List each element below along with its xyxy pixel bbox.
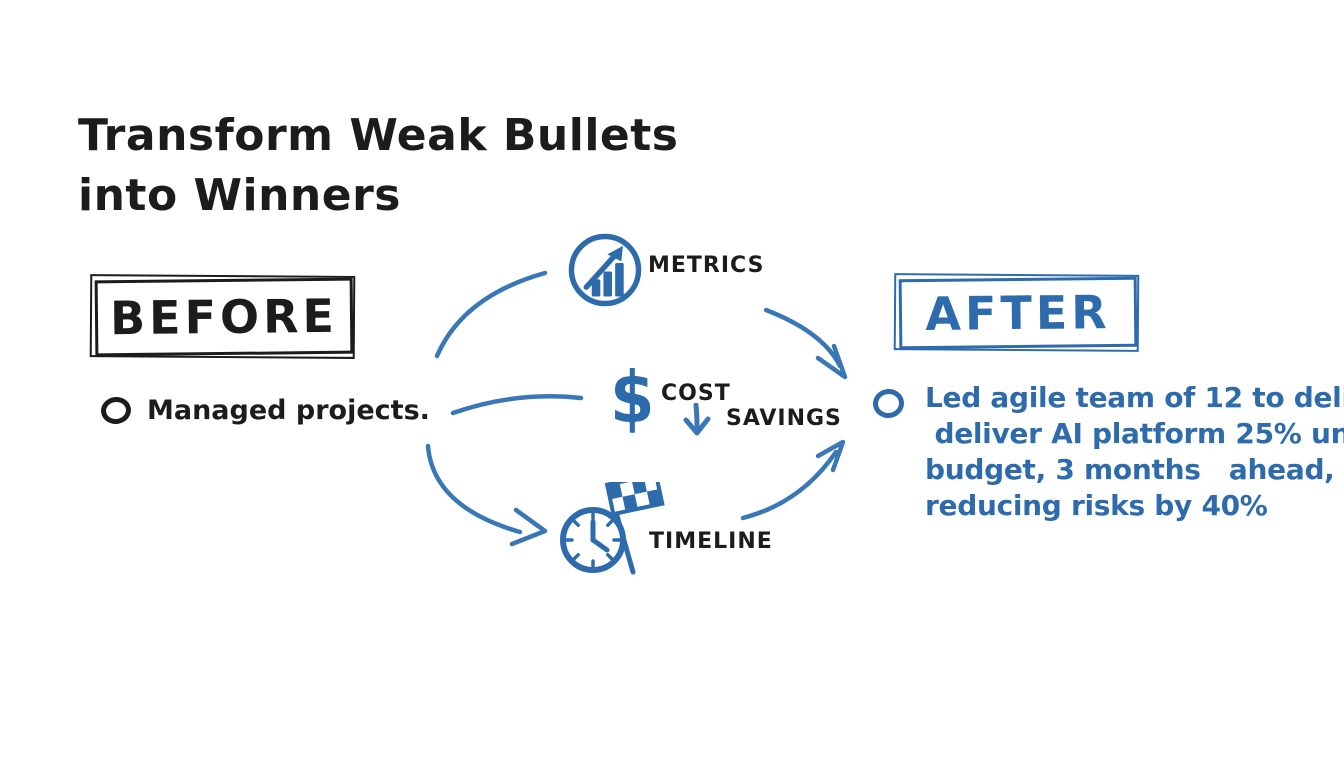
- down-arrow-icon: [683, 403, 711, 436]
- arrowhead-timeline: [509, 507, 548, 547]
- before-bullet-text: Managed projects.: [147, 395, 430, 426]
- after-bullet-line-4: reducing risks by 40%: [925, 489, 1268, 522]
- metrics-label: METRICS: [648, 253, 765, 278]
- before-box-label: BEFORE: [109, 288, 339, 346]
- chart-growth-icon: [568, 233, 642, 307]
- savings-label: SAVINGS: [726, 406, 842, 431]
- clock-finish-flag-icon: [560, 482, 665, 575]
- arrowhead-after-top: [815, 343, 848, 380]
- after-box-label: AFTER: [925, 285, 1111, 341]
- dollar-sign-icon: $: [610, 357, 655, 441]
- before-box: BEFORE: [94, 277, 354, 357]
- after-bullet-text: Led agile team of 12 to delive deliver A…: [925, 380, 1344, 524]
- arrow-before-to-metrics: [434, 270, 548, 359]
- page-title-line-2: into Winners: [78, 170, 401, 221]
- arrow-timeline-to-after: [740, 449, 839, 521]
- arrow-metrics-to-after: [763, 307, 843, 369]
- after-bullet-line-3: budget, 3 months ahead,: [925, 453, 1335, 486]
- before-bullet-icon: [99, 395, 133, 426]
- arrow-before-to-timeline: [425, 443, 523, 535]
- page-title: Transform Weak Bullets into Winners: [78, 106, 679, 226]
- cost-label: COST: [661, 381, 731, 406]
- after-bullet-icon: [871, 386, 906, 421]
- after-bullet-line-2: deliver AI platform 25% under: [934, 417, 1344, 450]
- timeline-label: TIMELINE: [649, 529, 773, 554]
- page-title-line-1: Transform Weak Bullets: [78, 110, 679, 161]
- after-box: AFTER: [898, 276, 1138, 350]
- arrowhead-after-bottom: [815, 439, 846, 473]
- after-bullet-line-1: Led agile team of 12 to delive: [925, 381, 1344, 414]
- arrow-before-to-cost: [450, 394, 584, 416]
